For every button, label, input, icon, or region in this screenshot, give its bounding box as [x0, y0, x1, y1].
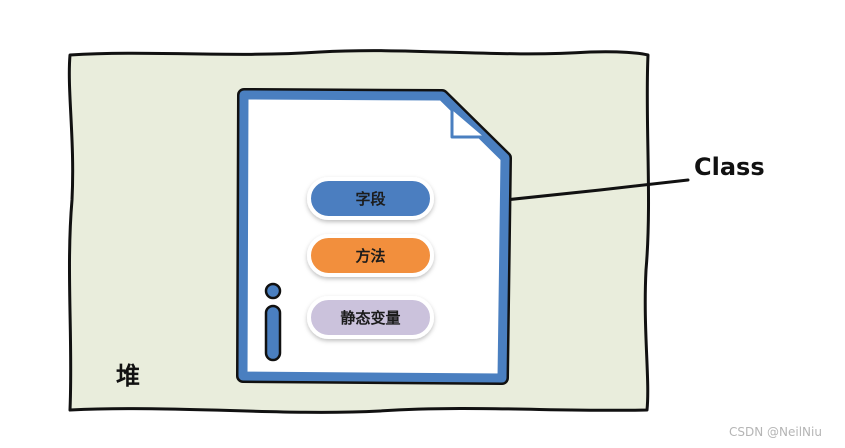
- class-label: Class: [694, 153, 765, 181]
- info-icon: [264, 282, 282, 362]
- static-variable-pill-label: 静态变量: [340, 309, 400, 327]
- method-pill-label: 方法: [355, 247, 385, 265]
- watermark: CSDN @NeilNiu: [729, 425, 822, 439]
- method-pill: 方法: [307, 234, 434, 277]
- method-pill-bg: [307, 234, 434, 277]
- static-variable-pill-bg: [307, 296, 434, 339]
- field-pill: 字段: [307, 177, 434, 220]
- static-variable-pill: 静态变量: [307, 296, 434, 339]
- folded-corner: [450, 106, 488, 139]
- field-pill-label: 字段: [355, 190, 385, 208]
- class-connector-line: [503, 178, 690, 202]
- heap-label: 堆: [116, 362, 140, 390]
- field-pill-bg: [307, 177, 434, 220]
